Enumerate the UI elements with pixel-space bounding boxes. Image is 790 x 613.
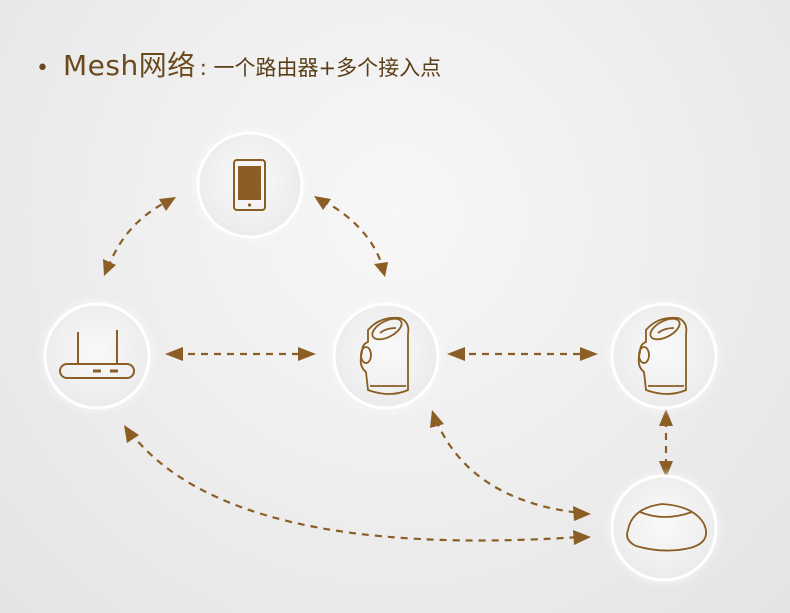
arrowheads <box>103 196 673 545</box>
page-title: • Mesh网络 : 一个路由器+多个接入点 <box>36 44 441 84</box>
dome-access-point-icon <box>626 503 708 552</box>
arrowhead <box>103 259 116 276</box>
title-main: Mesh网络 <box>62 49 196 82</box>
arrowhead <box>659 409 673 426</box>
arrowhead <box>573 530 591 545</box>
arrowhead <box>430 410 444 428</box>
node-phone <box>196 131 304 239</box>
bullet-icon: • <box>36 56 49 81</box>
node-access-point-2 <box>610 302 718 410</box>
router-icon <box>59 330 135 379</box>
arrowhead <box>314 196 331 210</box>
arrowhead <box>124 425 139 443</box>
title-subtitle: : 一个路由器+多个接入点 <box>199 56 442 80</box>
arrowhead <box>159 197 176 211</box>
node-access-point-1 <box>332 302 440 410</box>
link-router-satellite <box>129 431 581 542</box>
node-router <box>43 302 151 410</box>
arrowhead <box>580 347 598 361</box>
link-router-phone <box>106 199 171 269</box>
arrowhead <box>573 506 591 521</box>
link-phone-ap1 <box>321 199 385 269</box>
access-point-icon <box>359 316 410 395</box>
connections <box>106 199 668 542</box>
node-satellite <box>610 474 718 582</box>
access-point-icon <box>637 316 688 395</box>
arrowhead <box>447 347 465 361</box>
arrowhead <box>659 461 673 478</box>
arrowhead <box>298 347 316 361</box>
arrowhead <box>165 347 183 361</box>
link-ap1-satellite <box>434 419 581 515</box>
smartphone-icon <box>233 159 266 211</box>
arrowhead <box>374 262 388 277</box>
